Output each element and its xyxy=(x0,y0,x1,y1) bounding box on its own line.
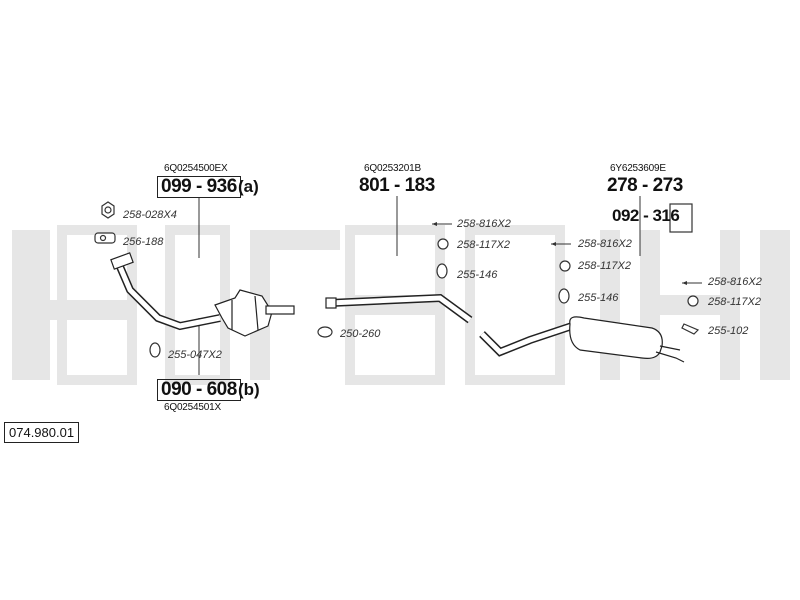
rear-silencer xyxy=(569,316,685,363)
rubber-hanger-icon xyxy=(558,288,570,304)
rubber-hanger-icon xyxy=(436,263,448,279)
small-part-icons xyxy=(94,201,700,358)
part-label: 255-146 xyxy=(457,269,498,281)
part-label: 258-816X2 xyxy=(457,218,511,230)
clamp-icon xyxy=(317,326,333,338)
rear-pipe xyxy=(479,322,574,357)
part-label: 258-816X2 xyxy=(708,276,762,288)
part-label: 255-146 xyxy=(578,292,619,304)
ref-6Y6253609E: 6Y6253609E xyxy=(610,163,666,174)
bracket-icon xyxy=(681,323,700,335)
part-label: 255-047X2 xyxy=(168,349,222,361)
catalog-number: 074.980.01 xyxy=(4,422,80,443)
seal-ring-icon xyxy=(559,260,571,272)
catalytic-converter xyxy=(214,289,295,337)
bolt-icons xyxy=(432,222,687,285)
seal-ring-icon xyxy=(437,238,449,250)
ref-6Q0254500EX: 6Q0254500EX xyxy=(164,163,228,174)
part-label: 258-117X2 xyxy=(457,239,511,251)
part-number-090-608: 090 - 608 xyxy=(157,379,241,401)
part-number-278-273: 278 - 273 xyxy=(607,175,683,196)
part-label: 258-028X4 xyxy=(123,209,177,221)
middle-pipe xyxy=(325,293,473,324)
front-pipe xyxy=(110,252,221,331)
seal-ring-icon xyxy=(687,295,699,307)
part-label: 255-102 xyxy=(708,325,749,337)
rubber-hanger-icon xyxy=(149,342,161,358)
part-suffix-a: (a) xyxy=(238,177,259,196)
bolt-icon xyxy=(551,242,556,246)
heat-shield-icon xyxy=(669,203,693,233)
part-label: 250-260 xyxy=(340,328,381,340)
part-label: 258-117X2 xyxy=(708,296,762,308)
bolt-icon xyxy=(682,281,687,285)
bolt-icon xyxy=(432,222,437,226)
part-suffix-b: (b) xyxy=(238,380,260,399)
part-number-092-316: 092 - 316 xyxy=(612,206,680,225)
part-number-801-183: 801 - 183 xyxy=(359,175,435,196)
part-label: 258-117X2 xyxy=(578,260,632,272)
part-label: 258-816X2 xyxy=(578,238,632,250)
ref-6Q0253201B: 6Q0253201B xyxy=(364,163,421,174)
ref-6Q0254501X: 6Q0254501X xyxy=(164,402,221,413)
part-number-099-936: 099 - 936 xyxy=(157,176,241,198)
part-label: 256-188 xyxy=(123,236,164,248)
